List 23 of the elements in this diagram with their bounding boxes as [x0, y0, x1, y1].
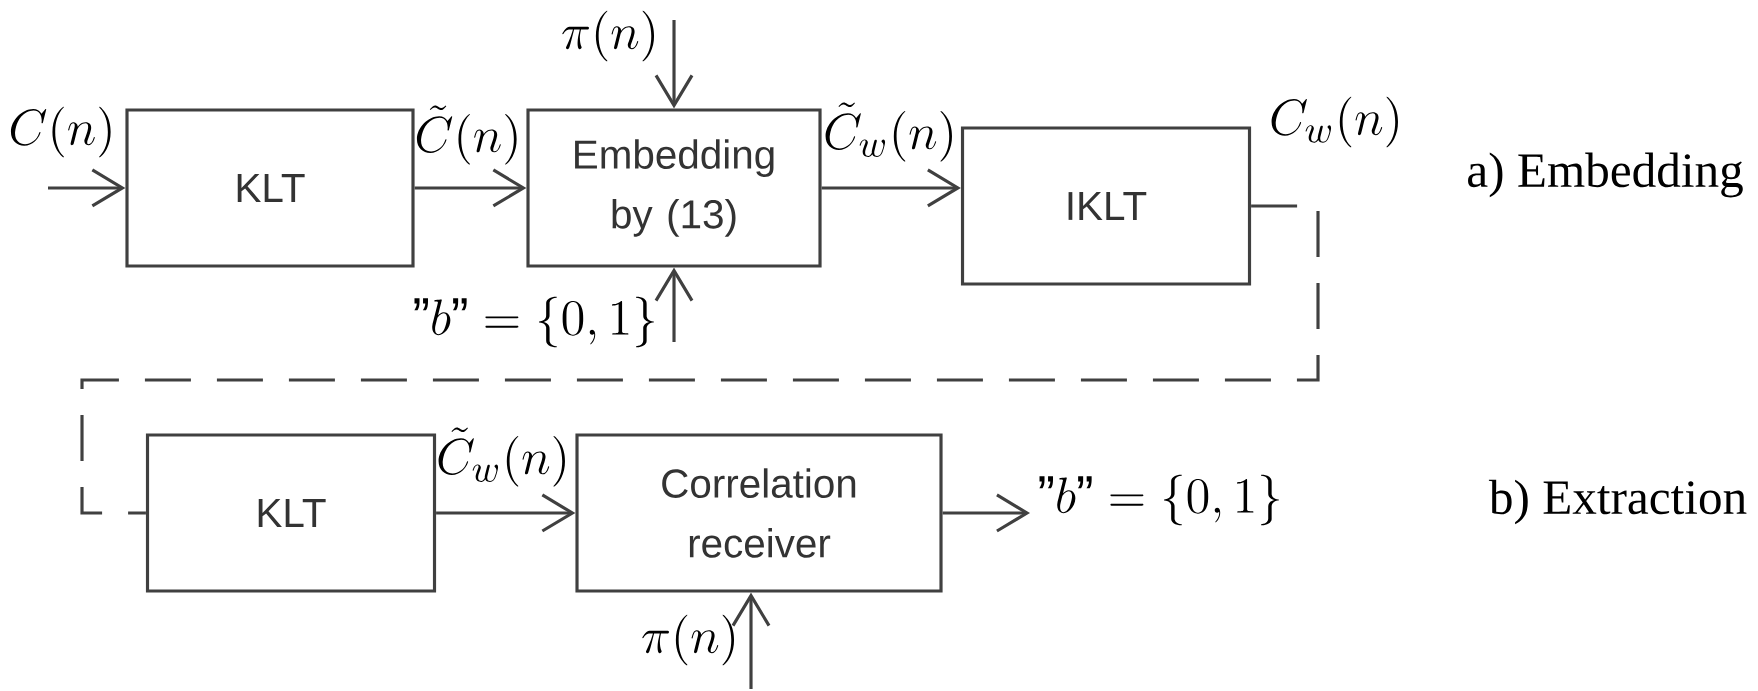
edge-label: $C(n)$ — [10, 106, 111, 158]
edge-label: $\tilde{C}_w(n)$ — [438, 427, 565, 487]
edge-label: $\tilde{C}_w(n)$ — [825, 102, 952, 162]
edge-label: $\pi(n)$ — [642, 614, 735, 666]
arrow — [942, 493, 1030, 533]
arrow — [821, 168, 961, 208]
section-label: a) Embedding — [1468, 152, 1743, 198]
edge-label: $C_w(n)$ — [1271, 96, 1398, 148]
process-box: IKLT — [960, 126, 1252, 286]
process-box: Correlation receiver — [575, 433, 943, 593]
arrow — [414, 168, 527, 208]
process-box: KLT — [145, 433, 437, 593]
edge-label: $\text{"}b\text{"}=\{0,1\}$ — [414, 296, 654, 348]
edge-label: $\pi(n)$ — [562, 10, 655, 62]
arrow — [654, 20, 694, 109]
process-box: Embedding by (13) — [526, 108, 822, 268]
process-box: KLT — [125, 108, 415, 268]
arrow — [48, 168, 126, 208]
edge-label: $\text{"}b\text{"}=\{0,1\}$ — [1039, 474, 1279, 526]
arrow — [436, 493, 576, 533]
edge-label: $\tilde{C}(n)$ — [416, 105, 517, 165]
section-label: b) Extraction — [1488, 479, 1747, 525]
arrow — [731, 592, 771, 689]
